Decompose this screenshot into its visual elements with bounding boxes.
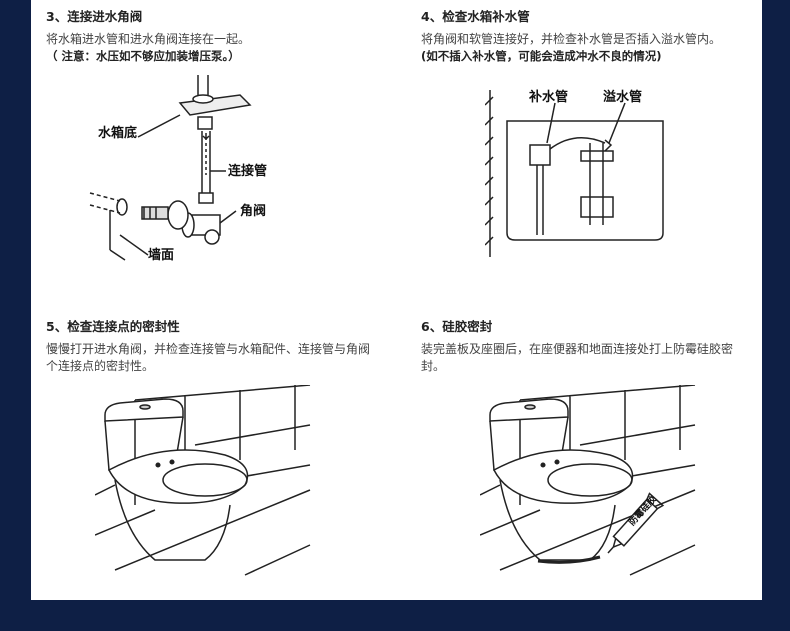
step-4-desc: 将角阀和软管连接好，并检查补水管是否插入溢水管内。	[421, 32, 722, 46]
tank-refill-illustration: 补水管 溢水管	[485, 89, 664, 257]
step-5-title: 5、检查连接点的密封性	[46, 319, 180, 334]
label-angle-valve: 角阀	[240, 203, 266, 219]
step-3-note: （ 注意：水压如不够应加装增压泵。）	[46, 49, 240, 63]
step-6-title: 6、硅胶密封	[421, 319, 493, 334]
step-3: 3、连接进水角阀 将水箱进水管和进水角阀连接在一起。 （ 注意：水压如不够应加装…	[46, 8, 366, 65]
step-5: 5、检查连接点的密封性 慢慢打开进水角阀，并检查连接管与水箱配件、连接管与角阀个…	[46, 318, 376, 375]
label-refill-tube: 补水管	[528, 89, 568, 105]
step-4-note: (如不插入补水管，可能会造成冲水不良的情况)	[421, 49, 662, 63]
label-wall: 墙面	[148, 247, 174, 263]
step-5-desc: 慢慢打开进水角阀，并检查连接管与水箱配件、连接管与角阀个连接点的密封性。	[46, 342, 371, 373]
step-6: 6、硅胶密封 装完盖板及座圈后，在座便器和地面连接处打上防霉硅胶密封。	[421, 318, 756, 375]
label-overflow-tube: 溢水管	[603, 89, 642, 105]
step-4-title: 4、检查水箱补水管	[421, 9, 530, 24]
toilet-seal-check-illustration	[95, 385, 311, 576]
step-4: 4、检查水箱补水管 将角阀和软管连接好，并检查补水管是否插入溢水管内。 (如不插…	[421, 8, 761, 65]
toilet-silicone-illustration: 防霉硅胶	[480, 385, 696, 576]
step-3-desc: 将水箱进水管和进水角阀连接在一起。	[46, 32, 251, 46]
label-connection-pipe: 连接管	[228, 163, 267, 179]
label-tank-bottom: 水箱底	[98, 125, 137, 141]
valve-connection-illustration: 水箱底 连接管 角阀 墙面	[89, 75, 267, 263]
step-6-desc: 装完盖板及座圈后，在座便器和地面连接处打上防霉硅胶密封。	[421, 342, 734, 373]
step-3-title: 3、连接进水角阀	[46, 9, 143, 24]
